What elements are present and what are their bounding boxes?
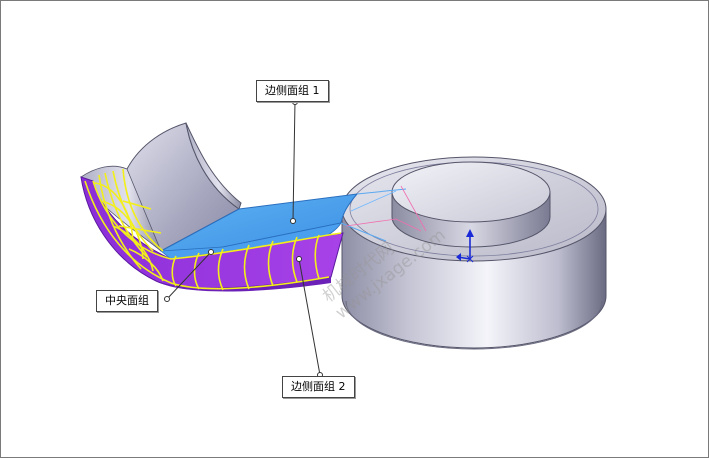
coordinate-triad (456, 229, 474, 263)
callout-side-face-group-1[interactable]: 边侧面组 1 (256, 80, 329, 102)
selection-curves (84, 168, 342, 291)
construction-lines (345, 185, 427, 232)
callout-leaders (164, 99, 323, 378)
callout-center-face-group[interactable]: 中央面组 (96, 290, 158, 312)
callout-side-face-group-2[interactable]: 边侧面组 2 (282, 376, 355, 398)
boss-pin[interactable] (391, 161, 551, 248)
center-face-group[interactable] (159, 188, 407, 260)
